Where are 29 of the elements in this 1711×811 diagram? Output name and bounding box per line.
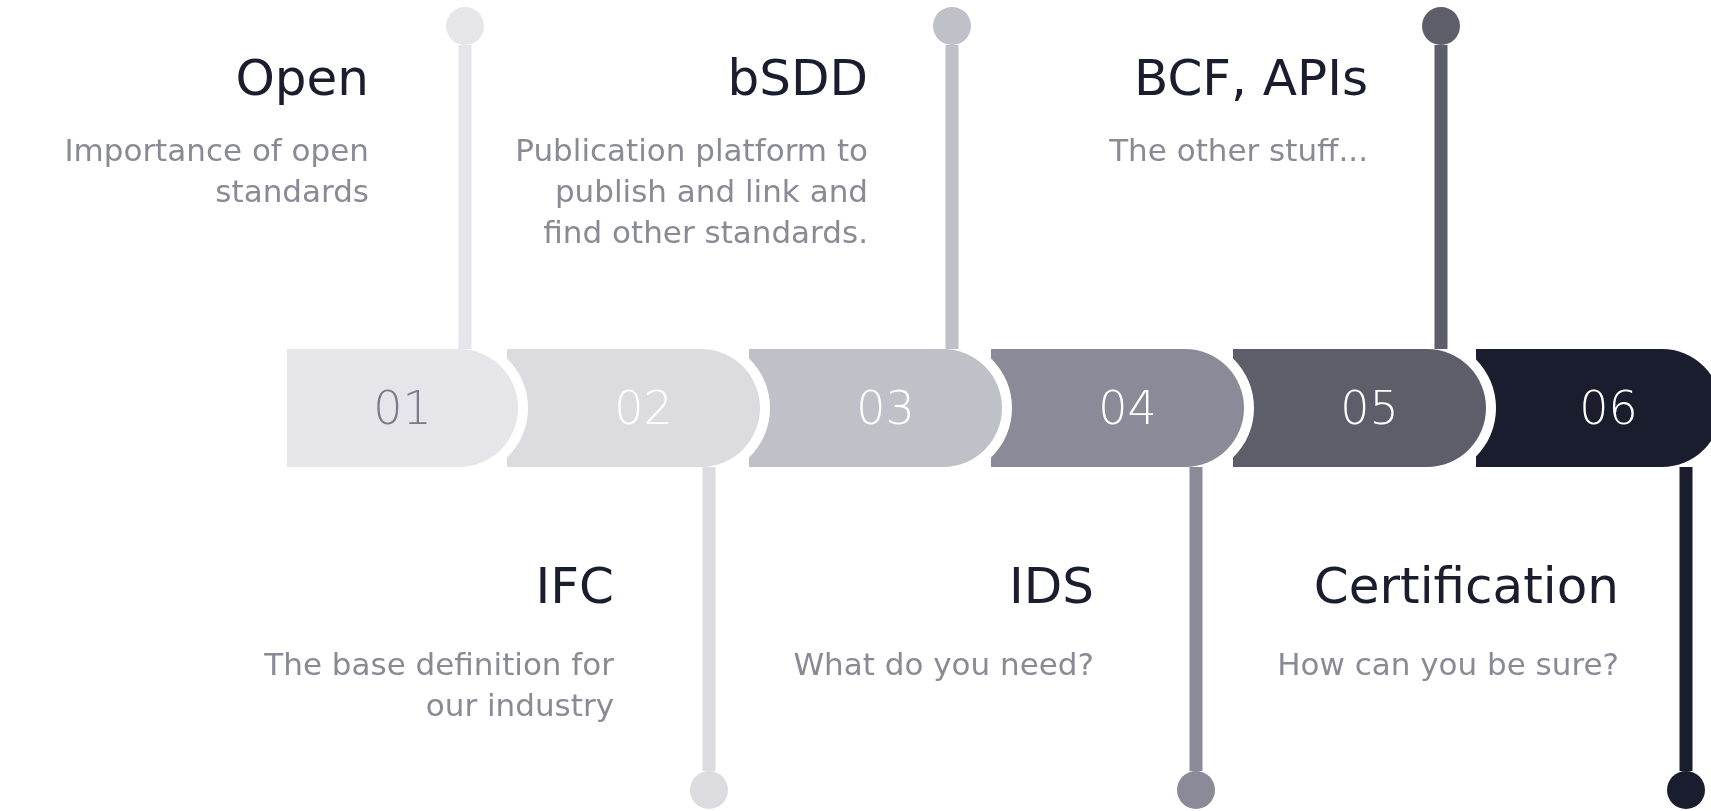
stem-end-dot: [933, 7, 971, 45]
step-description: Importance of open standards: [63, 131, 369, 212]
step-title: IFC: [535, 556, 614, 616]
step-title: BCF, APIs: [1133, 48, 1368, 108]
step-title: Certification: [1313, 556, 1619, 616]
stem-end-dot: [1667, 771, 1705, 809]
timeline-stem: [458, 45, 472, 349]
step-number: 05: [1340, 381, 1399, 435]
step-title: bSDD: [727, 48, 868, 108]
step-number: 04: [1098, 381, 1157, 435]
step-number: 06: [1579, 381, 1638, 435]
step-number: 03: [856, 381, 915, 435]
step-title: IDS: [1009, 556, 1094, 616]
stem-end-dot: [690, 771, 728, 809]
step-description: The base definition for our industry: [263, 645, 614, 726]
stem-end-dot: [446, 7, 484, 45]
timeline-stem: [1679, 467, 1693, 771]
step-number: 01: [373, 381, 432, 435]
step-title: Open: [235, 48, 369, 108]
timeline-stem: [945, 45, 959, 349]
timeline-stem: [702, 467, 716, 771]
step-description: How can you be sure?: [1277, 645, 1619, 684]
stem-end-dot: [1422, 7, 1460, 45]
stem-end-dot: [1177, 771, 1215, 809]
step-description: Publication platform to publish and link and find other standards.: [514, 131, 868, 253]
step-description: What do you need?: [793, 645, 1094, 684]
timeline-stem: [1434, 45, 1448, 349]
timeline-stem: [1189, 467, 1203, 771]
step-description: The other stuff...: [1109, 131, 1368, 170]
